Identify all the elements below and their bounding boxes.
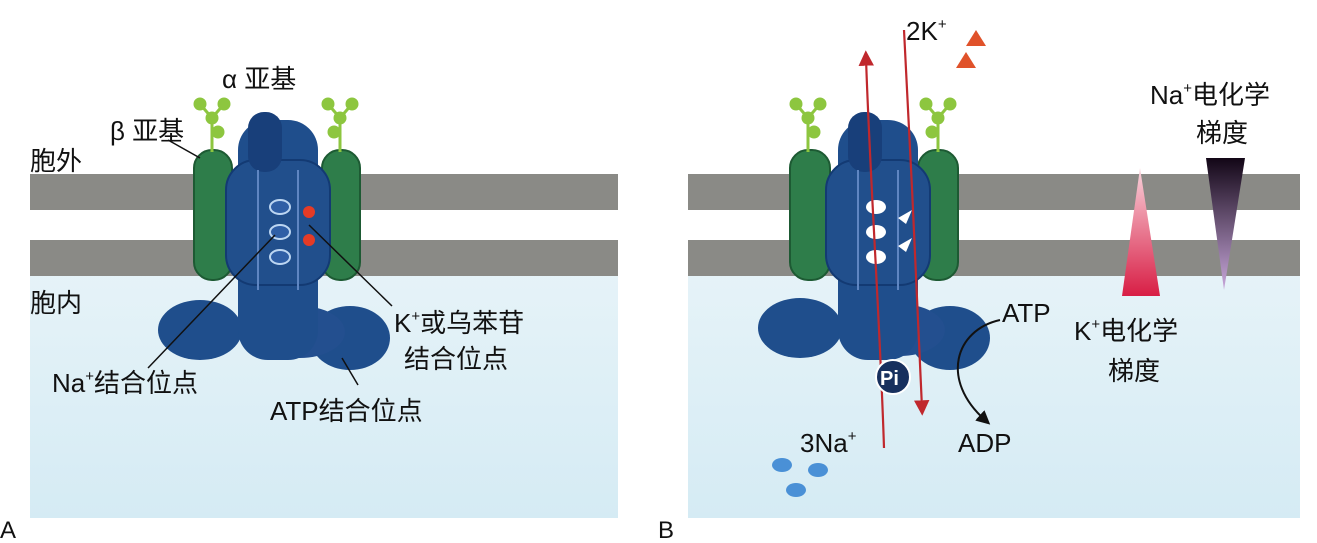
- sugar-chain-icon: [789, 97, 827, 152]
- panel-a: α 亚基 β 亚基 胞外 胞内 Na+结合位点 K+或乌苯苷 结合位点 ATP结…: [0, 64, 618, 543]
- na-gradient-wedge: [1206, 158, 1245, 290]
- pointer-beta: [167, 139, 201, 159]
- k-ion-icon: [303, 206, 315, 246]
- k-gradient-label-line2: 梯度: [1108, 356, 1160, 386]
- alpha-subunit: [158, 112, 390, 370]
- na-gradient-label-line2: 梯度: [1196, 118, 1248, 148]
- sugar-chain-icon: [919, 97, 957, 152]
- sugar-chain-icon: [321, 97, 359, 152]
- adp-label: ADP: [958, 428, 1011, 458]
- beta-subunit-left-b: [789, 149, 831, 281]
- pointer-na: [147, 234, 276, 369]
- panel-b: Pi 2K+ 3Na+ ATP ADP Na+电化学 梯度 K+电: [658, 16, 1300, 543]
- atp-adp-arrow: [956, 319, 1001, 425]
- pointer-atp: [341, 357, 359, 386]
- intracellular-label-a: 胞内: [30, 288, 82, 318]
- membrane-outer-b: [688, 174, 1300, 210]
- na-ion-icon: [772, 458, 828, 497]
- alpha-subunit-b: [758, 112, 990, 370]
- k-gradient-label: K+电化学: [1074, 316, 1178, 346]
- na-efflux-arrow: [858, 50, 886, 449]
- k-ions-label: 2K+: [906, 16, 947, 46]
- pointer-k: [308, 224, 393, 307]
- atp-label: ATP: [1002, 298, 1051, 328]
- panel-a-letter: A: [0, 517, 16, 543]
- phosphate-icon: Pi: [875, 359, 911, 395]
- na-ion-icon: [269, 199, 291, 265]
- na-gradient-label: Na+电化学: [1150, 80, 1270, 110]
- na-ions-label: 3Na+: [800, 428, 857, 458]
- k-influx-arrow: [902, 29, 930, 416]
- k-ion-icon: [956, 30, 986, 68]
- k-binding-label: K+或乌苯苷: [394, 308, 524, 338]
- beta-subunit-label: β 亚基: [110, 116, 184, 146]
- extracellular-label-a: 胞外: [30, 146, 82, 176]
- k-gradient-wedge: [1122, 168, 1160, 296]
- na-binding-label: Na+结合位点: [52, 368, 198, 398]
- alpha-subunit-label: α 亚基: [222, 64, 296, 94]
- sugar-chain-icon: [193, 97, 231, 152]
- k-binding-label-line2: 结合位点: [404, 344, 508, 374]
- cytoplasm-a: [30, 268, 618, 518]
- panel-b-letter: B: [658, 517, 674, 543]
- membrane-inner-b: [688, 240, 1300, 276]
- phosphate-label: Pi: [880, 368, 899, 390]
- k-site-icon: [898, 210, 912, 252]
- atp-binding-label: ATP结合位点: [270, 396, 423, 426]
